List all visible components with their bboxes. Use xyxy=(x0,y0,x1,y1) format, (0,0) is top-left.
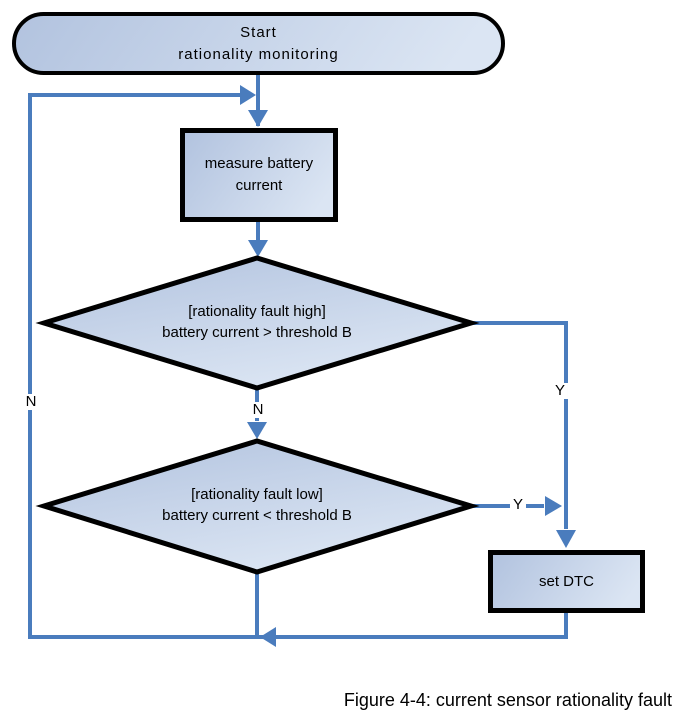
node-measure-battery-current: measure battery current xyxy=(180,128,338,222)
arrowhead-low-yes xyxy=(545,496,562,516)
arrowhead-into-decision-low xyxy=(247,422,267,439)
decision-high-shape xyxy=(35,255,480,391)
edge-label-high-no: N xyxy=(249,402,267,418)
arrowhead-into-measure xyxy=(248,110,268,127)
decision-high-label: [rationality fault high] battery current… xyxy=(162,303,352,341)
edge-label-loop-no: N xyxy=(22,394,40,410)
arrowhead-into-setdtc xyxy=(556,530,576,548)
arrowhead-bottom-left xyxy=(260,627,276,647)
edge-label-low-yes: Y xyxy=(509,497,527,513)
edge-decision-high-yes xyxy=(471,321,568,529)
figure-caption: Figure 4-4: current sensor rationality f… xyxy=(343,690,672,710)
node-start: Start rationality monitoring xyxy=(12,12,505,75)
node-set-dtc: set DTC xyxy=(488,550,645,613)
arrowhead-loop-top xyxy=(240,85,256,105)
decision-low-label: [rationality fault low] battery current … xyxy=(162,486,352,524)
arrowhead-into-decision-high xyxy=(248,240,268,257)
edge-loop-return xyxy=(28,93,568,639)
edge-label-high-yes: Y xyxy=(551,383,569,399)
decision-low-shape xyxy=(35,438,480,575)
